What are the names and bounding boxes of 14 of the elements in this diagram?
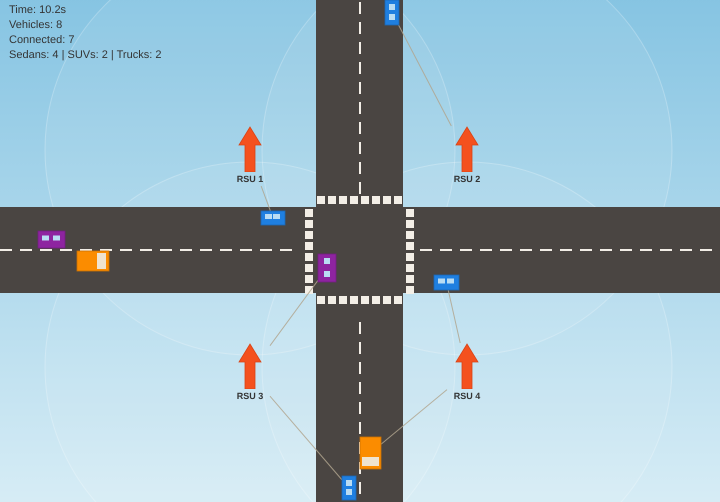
rsu-label: RSU 2 [452, 174, 482, 184]
connection-line [270, 280, 318, 346]
rsu-label: RSU 4 [452, 391, 482, 401]
status-text: Vehicles: 8 [9, 19, 62, 31]
connection-line [380, 389, 448, 445]
rsu-label: RSU 1 [236, 174, 264, 184]
connection-line [260, 186, 271, 212]
status-text: Time: 10.2s [9, 4, 66, 16]
status-text: Connected: 7 [9, 34, 74, 46]
rsu-label: RSU 3 [236, 391, 264, 401]
connection-line [448, 290, 461, 344]
connection-line [270, 396, 342, 480]
status-text: Sedans: 4 | SUVs: 2 | Trucks: 2 [9, 49, 162, 61]
connection-line [398, 24, 452, 126]
